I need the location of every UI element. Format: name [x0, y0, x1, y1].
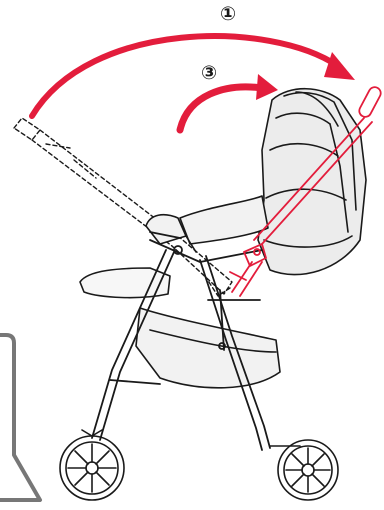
seat	[146, 196, 268, 252]
step-3-arrow	[180, 74, 278, 130]
rotate-arrow-icon	[180, 87, 262, 130]
wheel-icon	[270, 440, 338, 500]
arrowhead	[256, 74, 278, 100]
step-1-label: ①	[220, 3, 236, 25]
callout-frame	[0, 335, 40, 500]
basket	[136, 308, 280, 388]
wheel-icon	[60, 430, 124, 500]
step-3-label: ③	[201, 62, 217, 84]
arrowhead	[324, 52, 355, 80]
canopy	[258, 89, 366, 275]
stroller-illustration	[14, 89, 366, 500]
